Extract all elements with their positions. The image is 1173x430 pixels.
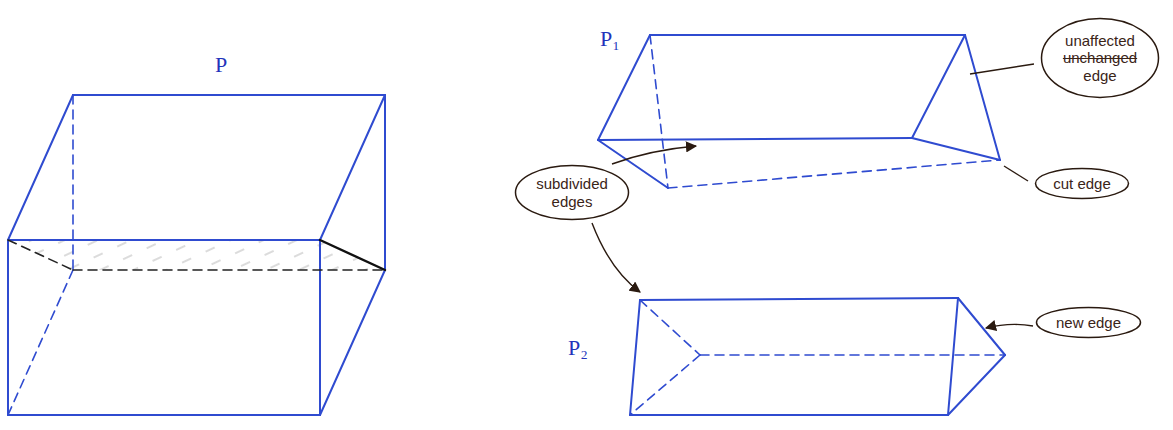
callout-ellipse: subdividededges xyxy=(514,164,630,221)
callout-ellipse-outline xyxy=(1042,19,1159,98)
leader-lines xyxy=(592,64,1034,328)
callout-ellipse: unaffectedunchangededge xyxy=(1040,17,1160,99)
callout-text-stack: cut edge xyxy=(1034,167,1130,200)
callout-ellipse: new edge xyxy=(1035,306,1142,339)
prism-p2 xyxy=(630,298,1005,415)
callout-text: unaffected xyxy=(1065,32,1135,49)
callout-ellipse-outline xyxy=(1037,308,1141,338)
prism-p1 xyxy=(598,35,1000,188)
callout-text: cut edge xyxy=(1053,175,1111,192)
callout-text: edges xyxy=(552,193,593,210)
part-name: P₁ xyxy=(600,26,620,52)
callout-text: new edge xyxy=(1056,314,1121,331)
callout-text: subdivided xyxy=(536,175,608,192)
part-name: P xyxy=(215,52,227,78)
struck-word: unchanged xyxy=(1063,49,1137,66)
callout-ellipse-outline xyxy=(1036,169,1129,199)
callout-ellipse-outline xyxy=(516,166,629,220)
callout-text-stack: unaffectedunchangededge xyxy=(1040,17,1160,99)
prism-p xyxy=(8,95,385,415)
callout-ellipse: cut edge xyxy=(1034,167,1130,200)
callout-text: edge xyxy=(1083,67,1116,84)
callout-text-stack: new edge xyxy=(1035,306,1142,339)
callout-text-stack: subdividededges xyxy=(514,164,630,221)
part-name: P₂ xyxy=(568,335,588,361)
